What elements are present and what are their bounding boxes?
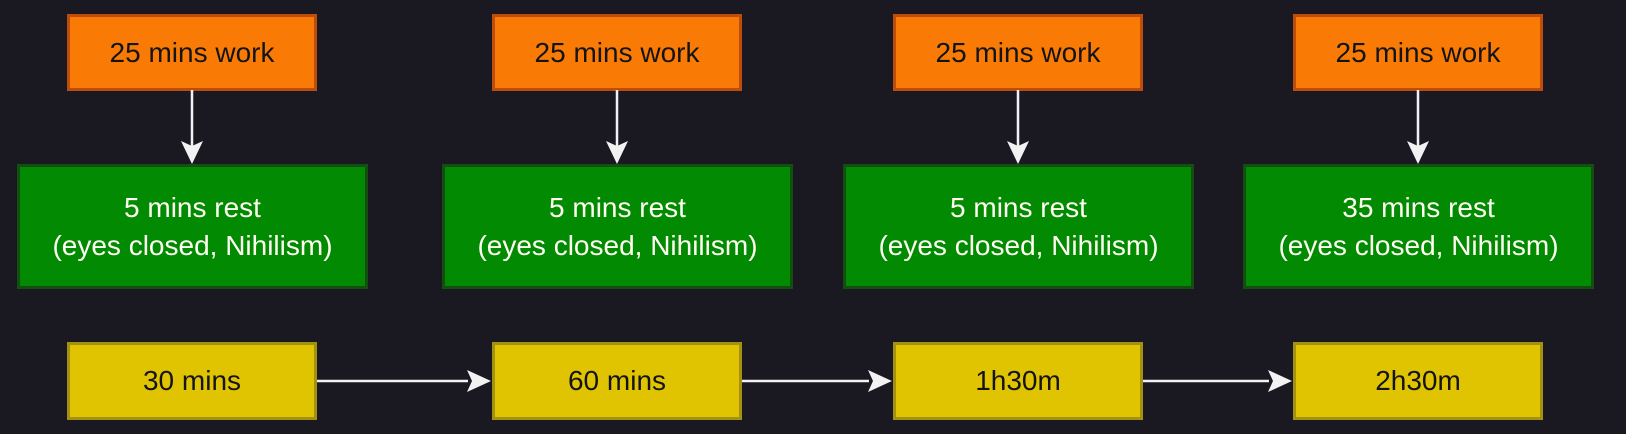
- rest-line1: 5 mins rest: [124, 191, 261, 223]
- work-label: 25 mins work: [1335, 36, 1501, 68]
- rest-line1: 5 mins rest: [950, 191, 1087, 223]
- elapsed-time-label: 30 mins: [142, 365, 242, 396]
- rest-line1: 5 mins rest: [549, 191, 686, 223]
- elapsed-time-label: 1h30m: [975, 365, 1061, 396]
- rest-line2: (eyes closed, Nihilism): [1278, 229, 1559, 261]
- elapsed-time-label: 2h30m: [1375, 365, 1461, 396]
- work-box: 25 mins work: [492, 14, 742, 91]
- rest-line1: 35 mins rest: [1342, 191, 1495, 223]
- rest-line2: (eyes closed, Nihilism): [52, 229, 333, 261]
- elapsed-time-box: 2h30m: [1293, 342, 1543, 420]
- rest-line2: (eyes closed, Nihilism): [477, 229, 758, 261]
- elapsed-time-box: 60 mins: [492, 342, 742, 420]
- work-box: 25 mins work: [1293, 14, 1543, 91]
- work-box: 25 mins work: [67, 14, 317, 91]
- rest-box: 5 mins rest (eyes closed, Nihilism): [17, 164, 368, 289]
- work-box: 25 mins work: [893, 14, 1143, 91]
- work-label: 25 mins work: [935, 36, 1101, 68]
- work-label: 25 mins work: [534, 36, 700, 68]
- rest-box: 5 mins rest (eyes closed, Nihilism): [442, 164, 793, 289]
- down-arrow-icon: [181, 90, 203, 164]
- down-arrow-icon: [1407, 90, 1429, 164]
- rest-box: 5 mins rest (eyes closed, Nihilism): [843, 164, 1194, 289]
- down-arrow-icon: [1007, 90, 1029, 164]
- rest-line2: (eyes closed, Nihilism): [878, 229, 1159, 261]
- down-arrow-icon: [606, 90, 628, 164]
- elapsed-time-box: 30 mins: [67, 342, 317, 420]
- elapsed-time-label: 60 mins: [567, 365, 667, 396]
- right-arrow-icon: [317, 370, 491, 392]
- work-label: 25 mins work: [109, 36, 275, 68]
- right-arrow-icon: [1143, 370, 1292, 392]
- elapsed-time-box: 1h30m: [893, 342, 1143, 420]
- rest-box: 35 mins rest (eyes closed, Nihilism): [1243, 164, 1594, 289]
- right-arrow-icon: [742, 370, 892, 392]
